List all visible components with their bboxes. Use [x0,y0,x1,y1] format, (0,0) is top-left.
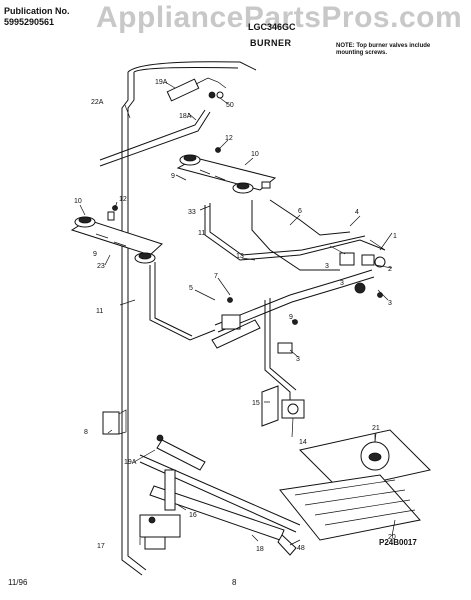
footer-date: 11/96 [8,578,28,587]
valve-cluster [329,239,386,294]
callout-13: 13 [236,253,244,260]
callout-9-right: 9 [289,314,293,321]
callout-12-top: 12 [225,135,233,142]
safety-valve-14 [261,385,305,427]
note-text: NOTE: Top burner valves include mounting… [336,43,431,56]
watermark: AppliancePartsPros.com [96,1,463,34]
callout-48: 48 [297,545,305,552]
callout-22a: 22A [91,99,104,106]
upper-burner-assembly [176,154,277,194]
oven-valve-17 [139,514,181,550]
callout-23: 23 [97,263,105,270]
callout-3-c: 3 [296,356,300,363]
callout-14: 14 [299,439,307,446]
callout-15: 15 [252,400,260,407]
callout-6: 6 [298,208,302,215]
callout-4: 4 [355,209,359,216]
igniter-19 [156,439,206,471]
callout-18: 18 [256,546,264,553]
callout-21: 21 [372,425,380,432]
manifold [214,269,373,326]
footer-page-number: 8 [232,578,237,587]
callout-11-mid: 11 [198,230,205,237]
publication-number: 5995290561 [4,17,55,27]
left-burner-assembly [70,211,163,264]
callout-9-left: 9 [93,251,97,258]
callout-33: 33 [188,209,196,216]
callout-3-d: 3 [340,280,344,287]
callout-9-top: 9 [171,173,175,180]
callout-1: 1 [393,233,397,240]
callout-20: 20 [388,534,396,541]
callout-19: 19A [124,459,137,466]
bracket-8 [102,411,120,435]
model-number: LGC346GC [248,22,296,32]
figure-id: P24B0017 [379,538,417,547]
callout-10-left: 10 [74,198,82,205]
callout-19a: 19A [155,79,168,86]
callout-50: 50 [226,102,234,109]
igniter-18a [166,78,200,102]
callout-3-a: 3 [325,263,329,270]
callout-17: 17 [97,543,105,550]
callout-12-left: 12 [119,196,127,203]
callout-2: 2 [388,266,392,273]
gas-tube-13 [149,265,216,341]
callout-7: 7 [214,273,218,280]
valve-5 [221,314,241,330]
publication-label: Publication No. [4,6,70,16]
baffle-20 [279,429,431,541]
rod-22a [121,72,143,576]
publication-info: Publication No. 5995290561 [4,6,70,28]
callout-10-top: 10 [251,151,259,158]
callout-8: 8 [84,429,88,436]
section-title: BURNER [250,38,292,48]
callout-11-left: 11 [96,308,103,315]
orifice-rod-16a [99,109,206,161]
callout-5: 5 [189,285,193,292]
callout-18a: 18A [179,113,192,120]
callout-16: 16 [189,512,197,519]
callout-3-b: 3 [388,300,392,307]
